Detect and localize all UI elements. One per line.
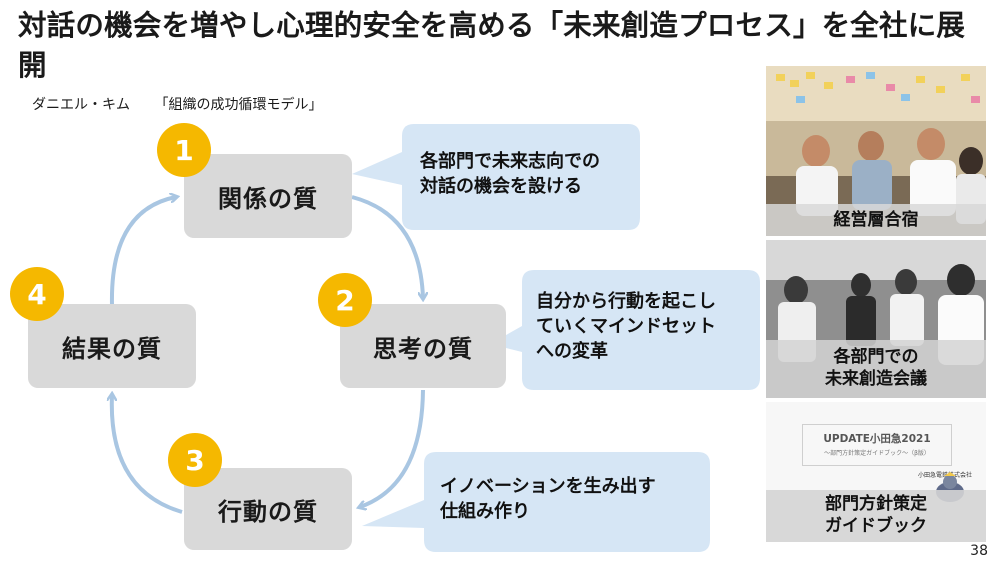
subtitle: ダニエル・キム 「組織の成功循環モデル」 bbox=[32, 95, 342, 115]
callout-text-1: 各部門で未来志向での 対話の機会を設ける bbox=[420, 151, 600, 197]
photo-guidebook-cover: UPDATE小田急2021 〜部門方針策定ガイドブック〜（β版） 小田急電鉄株式… bbox=[766, 402, 986, 542]
callout-text-2: 自分から行動を起こし ていくマインドセット への変革 bbox=[536, 291, 716, 362]
callout-text-3: イノベーションを生み出す 仕組み作り bbox=[440, 476, 656, 522]
box-thinking-quality: 思考の質 bbox=[340, 304, 506, 388]
box-label: 思考の質 bbox=[373, 334, 473, 363]
caption-background bbox=[766, 490, 986, 542]
photo-caption: 経営層合宿 bbox=[833, 210, 919, 230]
box-action-quality: 行動の質 bbox=[184, 468, 352, 550]
arrow-action-to-result bbox=[112, 395, 183, 514]
photo-executive-retreat: 経営層合宿 bbox=[766, 66, 986, 236]
callout-bubble-3 bbox=[362, 452, 710, 552]
badge-number-3: 3 bbox=[168, 433, 222, 487]
box-relation-quality: 関係の質 bbox=[184, 154, 352, 238]
badge-number-1: 1 bbox=[157, 123, 211, 177]
callout-bubble-2 bbox=[490, 270, 760, 390]
box-label: 行動の質 bbox=[218, 497, 318, 526]
arrow-thinking-to-action bbox=[360, 389, 425, 507]
subtitle-author: ダニエル・キム bbox=[32, 97, 130, 113]
guidebook-title: UPDATE小田急2021 bbox=[823, 433, 931, 445]
callout-bubble-1 bbox=[352, 124, 640, 230]
box-label: 関係の質 bbox=[218, 184, 318, 213]
arrow-result-to-relation bbox=[109, 197, 176, 306]
photo-caption: 各部門での 未来創造会議 bbox=[825, 347, 927, 389]
badge-number-2: 2 bbox=[318, 273, 372, 327]
guidebook-subtitle: 〜部門方針策定ガイドブック〜（β版） bbox=[824, 450, 930, 457]
meeting-photo-illustration bbox=[766, 66, 986, 236]
guidebook-frame: UPDATE小田急2021 〜部門方針策定ガイドブック〜（β版） bbox=[802, 424, 952, 466]
slide-title: 対話の機会を増やし心理的安全を高める「未来創造プロセス」を全社に展開 bbox=[18, 9, 966, 82]
photo-department-meeting: 各部門での 未来創造会議 bbox=[766, 240, 986, 398]
box-label: 結果の質 bbox=[62, 334, 162, 363]
page-number: 38 bbox=[970, 543, 988, 559]
meeting-photo-illustration bbox=[766, 240, 986, 398]
arrow-relation-to-thinking bbox=[351, 195, 423, 298]
subtitle-model: 「組織の成功循環モデル」 bbox=[154, 97, 323, 113]
photo-caption: 部門方針策定 ガイドブック bbox=[825, 494, 927, 536]
badge-number-4: 4 bbox=[10, 267, 64, 321]
box-result-quality: 結果の質 bbox=[28, 304, 196, 388]
